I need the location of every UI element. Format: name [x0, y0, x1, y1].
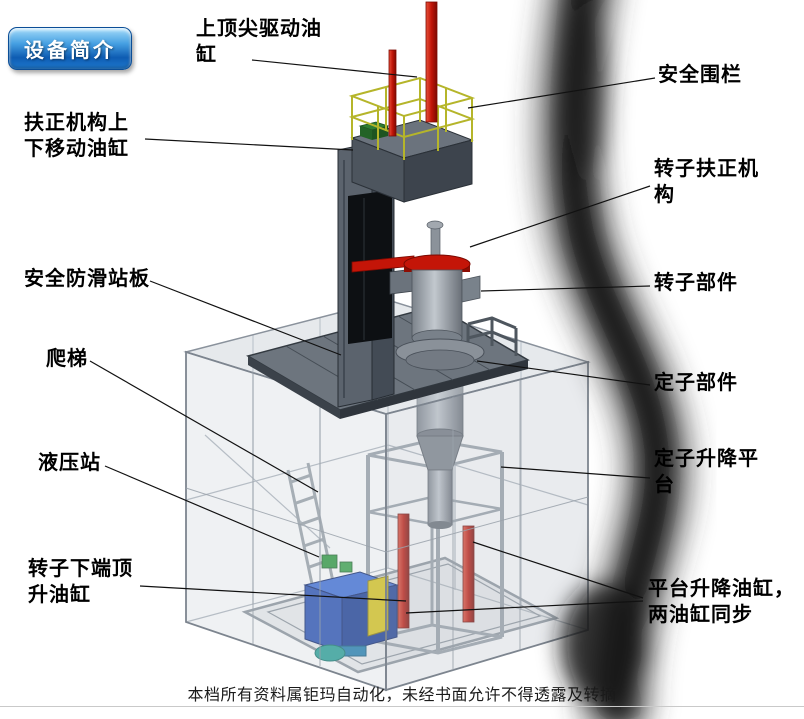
label-centering-move-cylinder: 扶正机构上 下移动油缸 — [24, 112, 129, 160]
safety-railing-graphic — [348, 76, 476, 160]
leader-platform-lift-a — [472, 541, 644, 599]
leader-lines — [89, 59, 656, 614]
leader-top-tip-cylinder — [251, 59, 418, 78]
label-rotor-jack-cylinder: 转子下端顶 升油缸 — [28, 558, 133, 606]
footer-confidentiality-note: 本档所有资料属钜玛自动化，未经书面允许不得透露及转摘 — [187, 687, 617, 704]
label-top-tip-cylinder: 上顶尖驱动油 缸 — [196, 18, 322, 66]
title-badge: 设备简介 — [8, 27, 132, 70]
leader-ladder — [89, 360, 319, 493]
leader-stator-lift-platform — [500, 466, 651, 479]
leader-platform-lift-b — [405, 600, 644, 614]
valve-blocks — [321, 554, 353, 573]
label-rotor-centering: 转子扶正机 构 — [654, 158, 759, 206]
rotor-assembly-graphic — [395, 220, 485, 371]
smoke-shadow — [526, 0, 700, 719]
label-rotor-part: 转子部件 — [654, 272, 738, 294]
bottom-divider — [0, 706, 804, 707]
label-antislip-platform: 安全防滑站板 — [24, 268, 150, 290]
leader-hydraulic-station — [104, 465, 320, 558]
leader-rotor-part — [480, 285, 651, 292]
label-ladder: 爬梯 — [46, 348, 88, 370]
label-hydraulic-station: 液压站 — [38, 452, 101, 474]
leader-safety-fence — [467, 77, 656, 109]
platform-lift-cylinder-rods — [397, 513, 475, 629]
hydraulic-station-box — [303, 571, 399, 662]
label-safety-fence: 安全围栏 — [658, 64, 742, 86]
enclosure-glass — [183, 299, 591, 692]
leader-antislip-platform — [149, 280, 342, 356]
label-platform-lift-cylinders: 平台升降油缸， 两油缸同步 — [648, 578, 795, 626]
top-drive-cylinder-rods — [388, 1, 438, 137]
leader-rotor-jack-cylinder — [139, 585, 407, 602]
head-assembly — [350, 119, 474, 203]
leader-stator-part — [476, 360, 651, 386]
label-stator-lift-platform: 定子升降平 台 — [654, 448, 759, 496]
leader-centering-move-cylinder — [144, 138, 354, 151]
leader-rotor-centering — [469, 185, 651, 248]
label-stator-part: 定子部件 — [654, 372, 738, 394]
